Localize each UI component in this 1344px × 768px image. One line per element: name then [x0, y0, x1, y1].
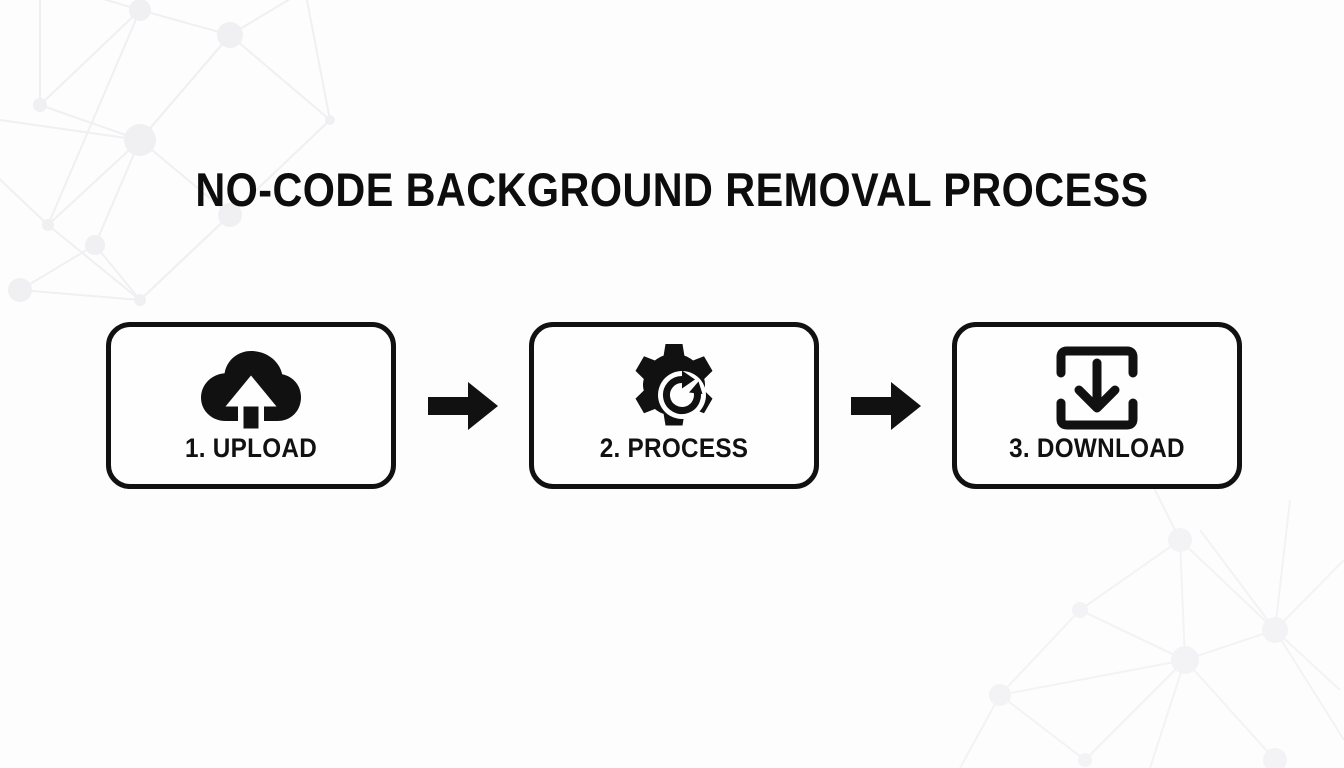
step-label-process: 2. PROCESS [599, 433, 749, 463]
step-label-upload: 1. UPLOAD [184, 433, 318, 463]
download-bracket-icon [1053, 345, 1141, 431]
process-flow: 1. UPLOAD 2. PROCES [106, 322, 1242, 489]
gear-refresh-icon [627, 344, 721, 431]
arrow-right-icon-2 [850, 378, 922, 434]
step-card-download[interactable]: 3. DOWNLOAD [952, 322, 1242, 489]
arrow-right-icon-1 [427, 378, 499, 434]
step-label-download: 3. DOWNLOAD [1009, 433, 1185, 463]
page-title: NO-CODE BACKGROUND REMOVAL PROCESS [195, 163, 1149, 216]
step-card-upload[interactable]: 1. UPLOAD [106, 322, 396, 489]
step-card-process[interactable]: 2. PROCESS [529, 322, 819, 489]
cloud-upload-icon [197, 345, 305, 431]
